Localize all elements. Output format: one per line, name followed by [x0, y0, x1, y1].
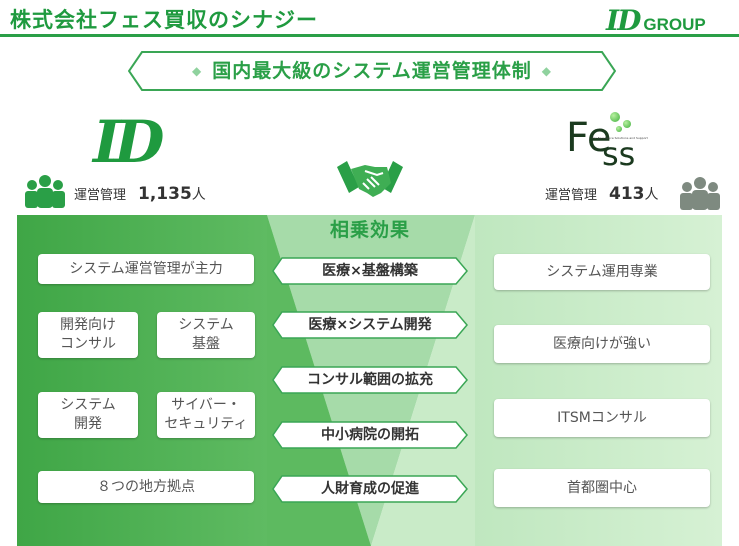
synergy-item: 医療×基盤構築	[272, 257, 468, 285]
synergy-item-label: 人財育成の促進	[321, 481, 419, 497]
handshake-icon	[337, 161, 403, 197]
right-count-unit: 人	[644, 187, 659, 203]
synergy-item-label: コンサル範囲の拡充	[307, 372, 433, 388]
bubble-icon	[616, 126, 622, 132]
banner-label: 国内最大級のシステム運営管理体制	[212, 60, 532, 82]
brand-group-text: GROUP	[643, 15, 706, 34]
right-box-itsm: ITSMコンサル	[494, 399, 710, 437]
synergy-item: 中小病院の開拓	[272, 421, 468, 449]
people-icon	[680, 177, 720, 210]
right-box-metro: 首都圏中心	[494, 469, 710, 507]
left-box-infrastructure: システム 基盤	[157, 312, 255, 358]
synergy-item-label: 医療×システム開発	[308, 317, 432, 333]
headline-banner: ◆ 国内最大級のシステム運営管理体制 ◆	[128, 51, 616, 91]
diamond-icon: ◆	[541, 64, 552, 78]
right-box-medical: 医療向けが強い	[494, 325, 710, 363]
right-staff-count: 運営管理 413人	[545, 184, 659, 204]
right-count-value: 413	[609, 184, 645, 204]
diamond-icon: ◆	[192, 64, 203, 78]
synergy-item-label: 中小病院の開拓	[321, 427, 419, 443]
bubble-icon	[623, 120, 631, 128]
left-box-regional: ８つの地方拠点	[38, 471, 254, 503]
header-divider	[0, 34, 739, 37]
page-title: 株式会社フェス買収のシナジー	[10, 8, 318, 32]
left-box-development: システム 開発	[38, 392, 138, 438]
left-box-security: サイバー・ セキュリティ	[157, 392, 255, 438]
people-icon	[25, 175, 65, 208]
id-logo: ID	[93, 108, 164, 176]
fess-tagline: For Excellence Solutions and Support	[592, 136, 648, 140]
fess-logo: Fe ss For Excellence Solutions and Suppo…	[566, 112, 648, 174]
left-count-unit: 人	[191, 187, 206, 203]
fess-logo-fe: Fe	[566, 115, 612, 161]
synergy-item: コンサル範囲の拡充	[272, 366, 468, 394]
synergy-title: 相乗効果	[329, 219, 410, 241]
banner-frame	[128, 51, 616, 91]
synergy-item: 医療×システム開発	[272, 311, 468, 339]
left-count-value: 1,135	[138, 184, 192, 204]
synergy-item: 人財育成の促進	[272, 475, 468, 503]
left-box-consulting: 開発向け コンサル	[38, 312, 138, 358]
left-count-label: 運営管理	[74, 188, 127, 203]
left-box-main: システム運営管理が主力	[38, 254, 254, 284]
fess-logo-ss: ss	[602, 135, 636, 173]
bubble-icon	[610, 112, 620, 122]
left-staff-count: 運営管理 1,135人	[74, 184, 206, 204]
right-box-operations: システム運用専業	[494, 254, 710, 290]
banner-text: ◆ 国内最大級のシステム運営管理体制 ◆	[128, 51, 616, 91]
synergy-item-label: 医療×基盤構築	[322, 263, 418, 279]
right-count-label: 運営管理	[545, 188, 598, 203]
brand-id-text: ID	[606, 4, 641, 37]
